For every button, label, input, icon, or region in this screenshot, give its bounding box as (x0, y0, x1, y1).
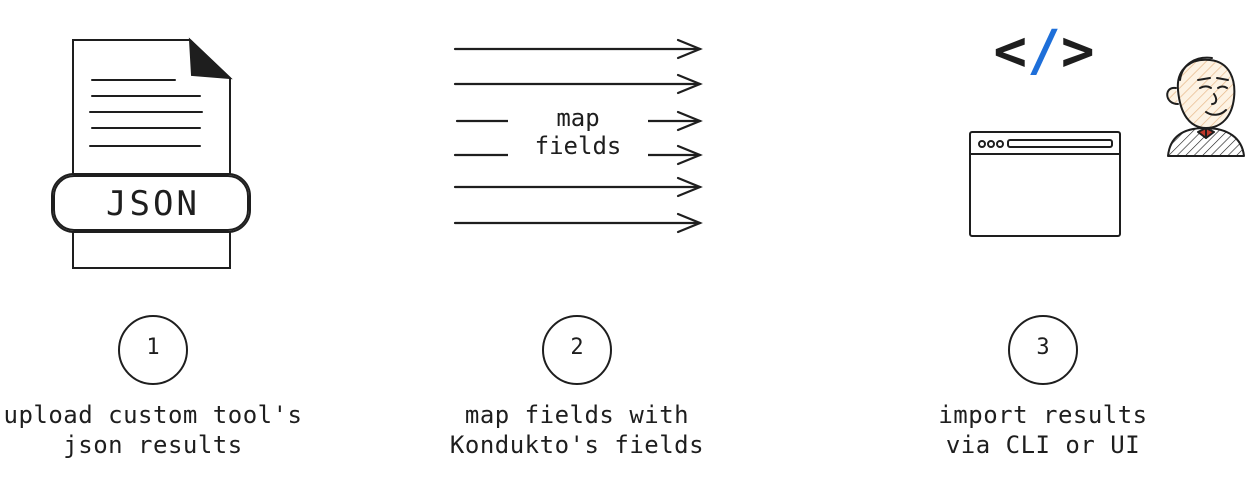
step-2-circle (542, 315, 612, 385)
step-1-caption-line1: upload custom tool's (3, 401, 303, 429)
code-open-bracket: < (993, 19, 1028, 84)
step-3-caption-line1: import results (938, 401, 1148, 429)
step-1-caption: upload custom tool's json results (0, 400, 306, 460)
step-1-number: 1 (146, 335, 160, 360)
step-3-number: 3 (1036, 335, 1050, 360)
step-1-circle (118, 315, 188, 385)
code-slash: / (1027, 19, 1061, 84)
step-1-caption-line2: json results (63, 431, 243, 459)
code-icon: </> (988, 22, 1100, 82)
step-2-caption-line1: map fields with (464, 401, 690, 429)
code-close-bracket: > (1060, 19, 1095, 84)
step-2-caption: map fields with Kondukto's fields (442, 400, 712, 460)
map-fields-label: map fields (508, 104, 648, 160)
step-2-caption-line2: Kondukto's fields (449, 431, 705, 459)
step-3-circle (1008, 315, 1078, 385)
json-label: JSON (106, 184, 200, 224)
step-2-number: 2 (570, 335, 584, 360)
step-3-caption: import results via CLI or UI (923, 400, 1163, 460)
step-3-caption-line2: via CLI or UI (945, 431, 1141, 459)
